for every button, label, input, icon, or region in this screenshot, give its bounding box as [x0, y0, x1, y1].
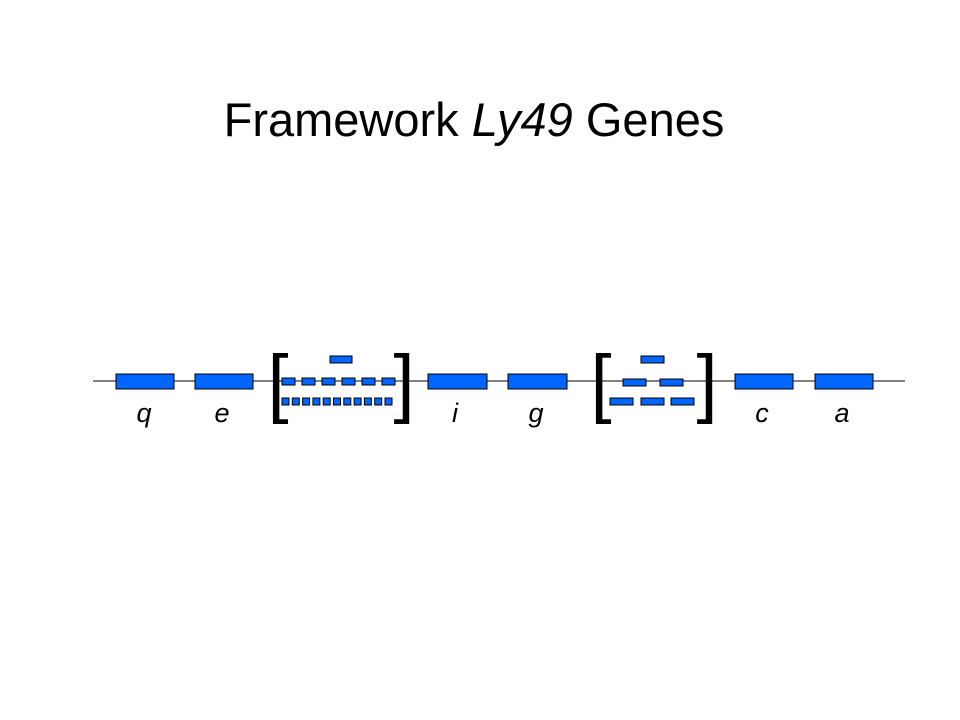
- bracket-close: ]: [696, 340, 717, 425]
- variable-gene: [341, 377, 356, 386]
- variable-gene: [384, 397, 393, 406]
- gene-label: g: [528, 398, 543, 428]
- gene-label: a: [834, 398, 849, 428]
- framework-gene-g: g: [507, 373, 568, 428]
- variable-cluster-2: [ ]: [590, 340, 717, 425]
- gene-block: [115, 373, 175, 390]
- variable-gene: [640, 397, 665, 406]
- variable-gene: [333, 397, 341, 406]
- framework-gene-q: q: [115, 373, 175, 428]
- variable-gene: [622, 378, 647, 387]
- bracket-open: [: [590, 340, 611, 425]
- title-suffix: Genes: [572, 93, 725, 146]
- title-gene-family: Ly49: [471, 93, 573, 146]
- title-main: Framework: [223, 93, 472, 146]
- framework-gene-e: e: [194, 373, 254, 428]
- variable-gene: [353, 397, 362, 406]
- variable-gene: [322, 397, 331, 406]
- gene-label: i: [452, 398, 459, 428]
- variable-gene: [281, 397, 290, 406]
- gene-label: c: [755, 398, 769, 428]
- variable-gene: [363, 397, 372, 406]
- variable-gene: [329, 355, 353, 364]
- variable-gene: [312, 397, 321, 406]
- variable-gene: [302, 397, 311, 406]
- variable-gene: [291, 397, 300, 406]
- framework-gene-c: c: [734, 373, 794, 428]
- gene-label: q: [136, 398, 151, 428]
- page-title: Framework Ly49 Genes: [0, 92, 948, 147]
- variable-gene: [609, 397, 634, 406]
- variable-gene: [361, 377, 376, 386]
- variable-gene: [381, 377, 396, 386]
- framework-gene-a: a: [814, 373, 874, 428]
- variable-gene: [301, 377, 316, 386]
- variable-gene-row-1: [281, 377, 396, 386]
- variable-gene-row-2: [281, 397, 393, 406]
- framework-gene-i: i: [427, 373, 488, 428]
- gene-block: [427, 373, 488, 390]
- variable-gene: [321, 377, 336, 386]
- variable-gene: [670, 397, 695, 406]
- variable-cluster-1: [ ]: [267, 340, 414, 425]
- gene-block: [734, 373, 794, 390]
- gene-block: [814, 373, 874, 390]
- variable-gene: [374, 397, 383, 406]
- variable-gene: [659, 378, 684, 387]
- variable-gene: [343, 397, 352, 406]
- gene-label: e: [214, 398, 229, 428]
- gene-block: [194, 373, 254, 390]
- gene-block: [507, 373, 568, 390]
- variable-gene: [281, 377, 296, 386]
- bracket-close: ]: [393, 340, 414, 425]
- variable-gene: [640, 355, 665, 364]
